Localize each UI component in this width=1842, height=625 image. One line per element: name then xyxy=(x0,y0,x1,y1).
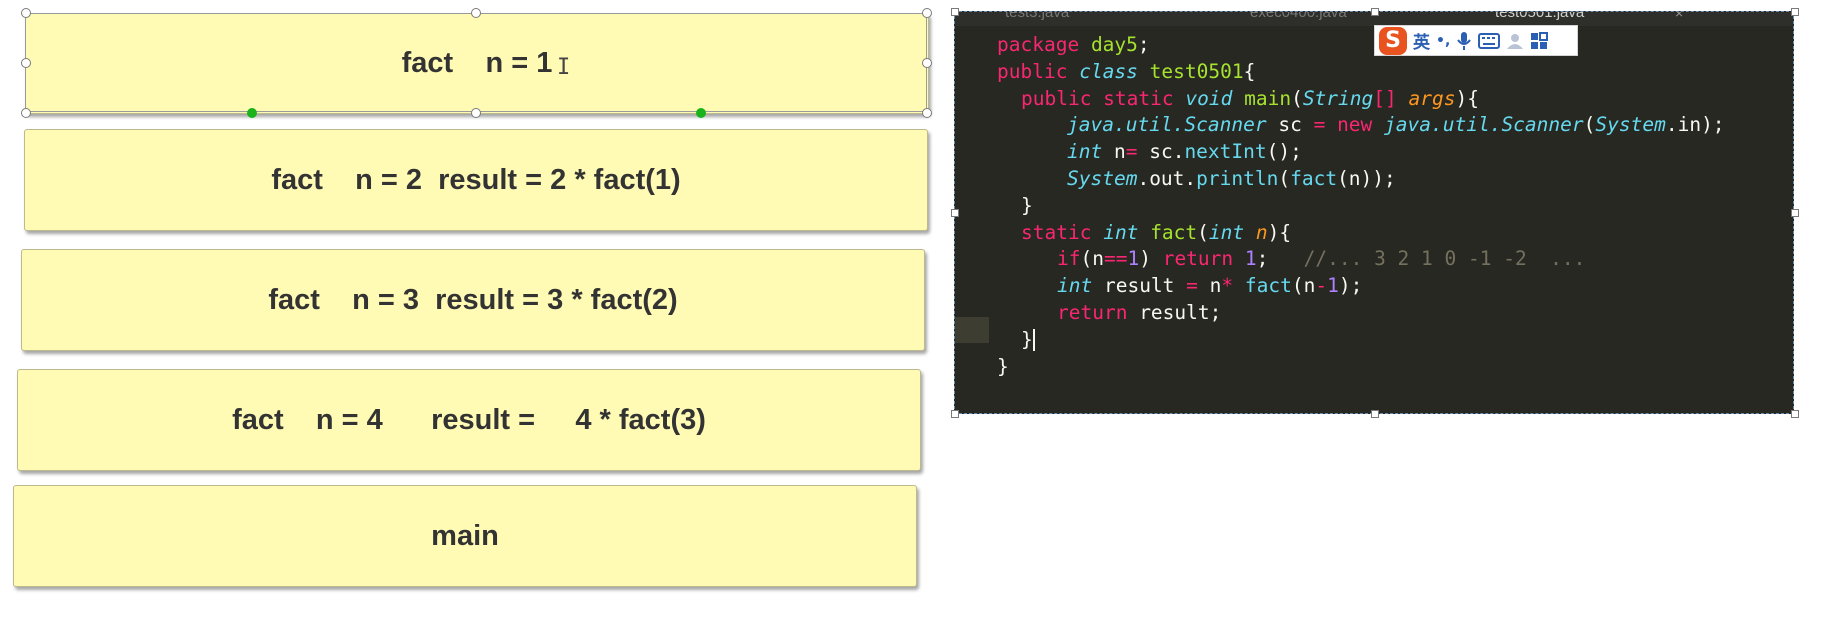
code-line: if(n==1) return 1; //... 3 2 1 0 -1 -2 .… xyxy=(1057,247,1586,271)
resize-handle-top-right[interactable] xyxy=(922,8,932,18)
stack-frame-label: fact n = 2 result = 2 * fact(1) xyxy=(271,163,681,196)
stack-frame-fact-2[interactable]: fact n = 2 result = 2 * fact(1) xyxy=(24,129,928,231)
resize-handle-bottom[interactable] xyxy=(471,108,481,118)
stack-frame-fact-3[interactable]: fact n = 3 result = 3 * fact(2) xyxy=(21,249,925,351)
user-icon[interactable] xyxy=(1506,32,1524,50)
tab-test3[interactable]: test3.java xyxy=(1005,12,1070,21)
code-line: package day5; xyxy=(997,33,1150,56)
code-line: System.out.println(fact(n)); xyxy=(1067,166,1396,190)
tab-test0501[interactable]: test0501.java xyxy=(1495,12,1585,21)
resize-handle-top[interactable] xyxy=(471,8,481,18)
code-line: return result; xyxy=(1057,300,1222,324)
tab-exec0400[interactable]: exec0400.java xyxy=(1250,12,1347,21)
resize-handle-top-left[interactable] xyxy=(21,8,31,18)
sogou-logo-icon[interactable]: S xyxy=(1379,26,1407,55)
stack-frame-label: main xyxy=(431,519,499,552)
code-line: } xyxy=(1021,327,1035,352)
code-line: } xyxy=(1021,193,1033,217)
code-line: static int fact(int n){ xyxy=(1021,220,1292,244)
code-line: java.util.Scanner sc = new java.util.Sca… xyxy=(1067,113,1725,137)
resize-handle-right[interactable] xyxy=(922,58,932,68)
resize-handle-bottom-right[interactable] xyxy=(922,108,932,118)
code-area[interactable]: package day5; public class test0501{ pub… xyxy=(955,32,1793,380)
code-line: public static void main(String[] args){ xyxy=(1021,86,1479,110)
code-line: int result = n* fact(n-1); xyxy=(1057,274,1363,298)
editor-resize-handle-bottom-right[interactable] xyxy=(1791,410,1799,418)
resize-handle-bottom-left[interactable] xyxy=(21,108,31,118)
editor-tab-bar: test3.java exec0400.java test0501.java × xyxy=(955,12,1793,26)
current-line-highlight xyxy=(955,317,989,343)
stack-frame-label: fact n = 1 xyxy=(401,47,553,79)
keyboard-icon[interactable] xyxy=(1478,32,1501,49)
code-line: } xyxy=(997,354,1009,378)
editor-resize-handle-top[interactable] xyxy=(1371,8,1379,16)
ime-language-toggle[interactable]: 英 xyxy=(1413,33,1430,53)
text-cursor-icon: I xyxy=(557,55,571,80)
editor-resize-handle-top-right[interactable] xyxy=(1791,8,1799,16)
stack-frame-label: fact n = 3 result = 3 * fact(2) xyxy=(268,283,678,316)
code-line: public class test0501{ xyxy=(997,59,1256,83)
resize-handle-left[interactable] xyxy=(21,58,31,68)
code-line: int n= sc.nextInt(); xyxy=(1067,140,1302,164)
editor-resize-handle-bottom-left[interactable] xyxy=(951,410,959,418)
ime-toolbar[interactable]: S 英 •, xyxy=(1374,25,1578,56)
microphone-icon[interactable] xyxy=(1456,31,1472,51)
stack-frame-label: fact n = 4 result = 4 * fact(3) xyxy=(232,403,706,436)
stack-frame-main[interactable]: main xyxy=(13,485,917,587)
stack-frame-fact-1[interactable]: fact n = 1 xyxy=(25,13,929,114)
text-caret xyxy=(1032,329,1035,352)
code-editor-screenshot[interactable]: test3.java exec0400.java test0501.java ×… xyxy=(954,11,1794,414)
editor-resize-handle-left[interactable] xyxy=(951,209,959,217)
grid-icon[interactable] xyxy=(1530,31,1549,50)
editor-resize-handle-right[interactable] xyxy=(1791,209,1799,217)
connection-point-right[interactable] xyxy=(696,108,706,118)
editor-resize-handle-bottom[interactable] xyxy=(1371,410,1379,418)
connection-point-left[interactable] xyxy=(247,108,257,118)
stack-frame-fact-4[interactable]: fact n = 4 result = 4 * fact(3) xyxy=(17,369,921,471)
close-icon[interactable]: × xyxy=(1675,12,1684,21)
ime-punctuation-toggle[interactable]: •, xyxy=(1436,32,1451,49)
editor-resize-handle-top-left[interactable] xyxy=(951,8,959,16)
